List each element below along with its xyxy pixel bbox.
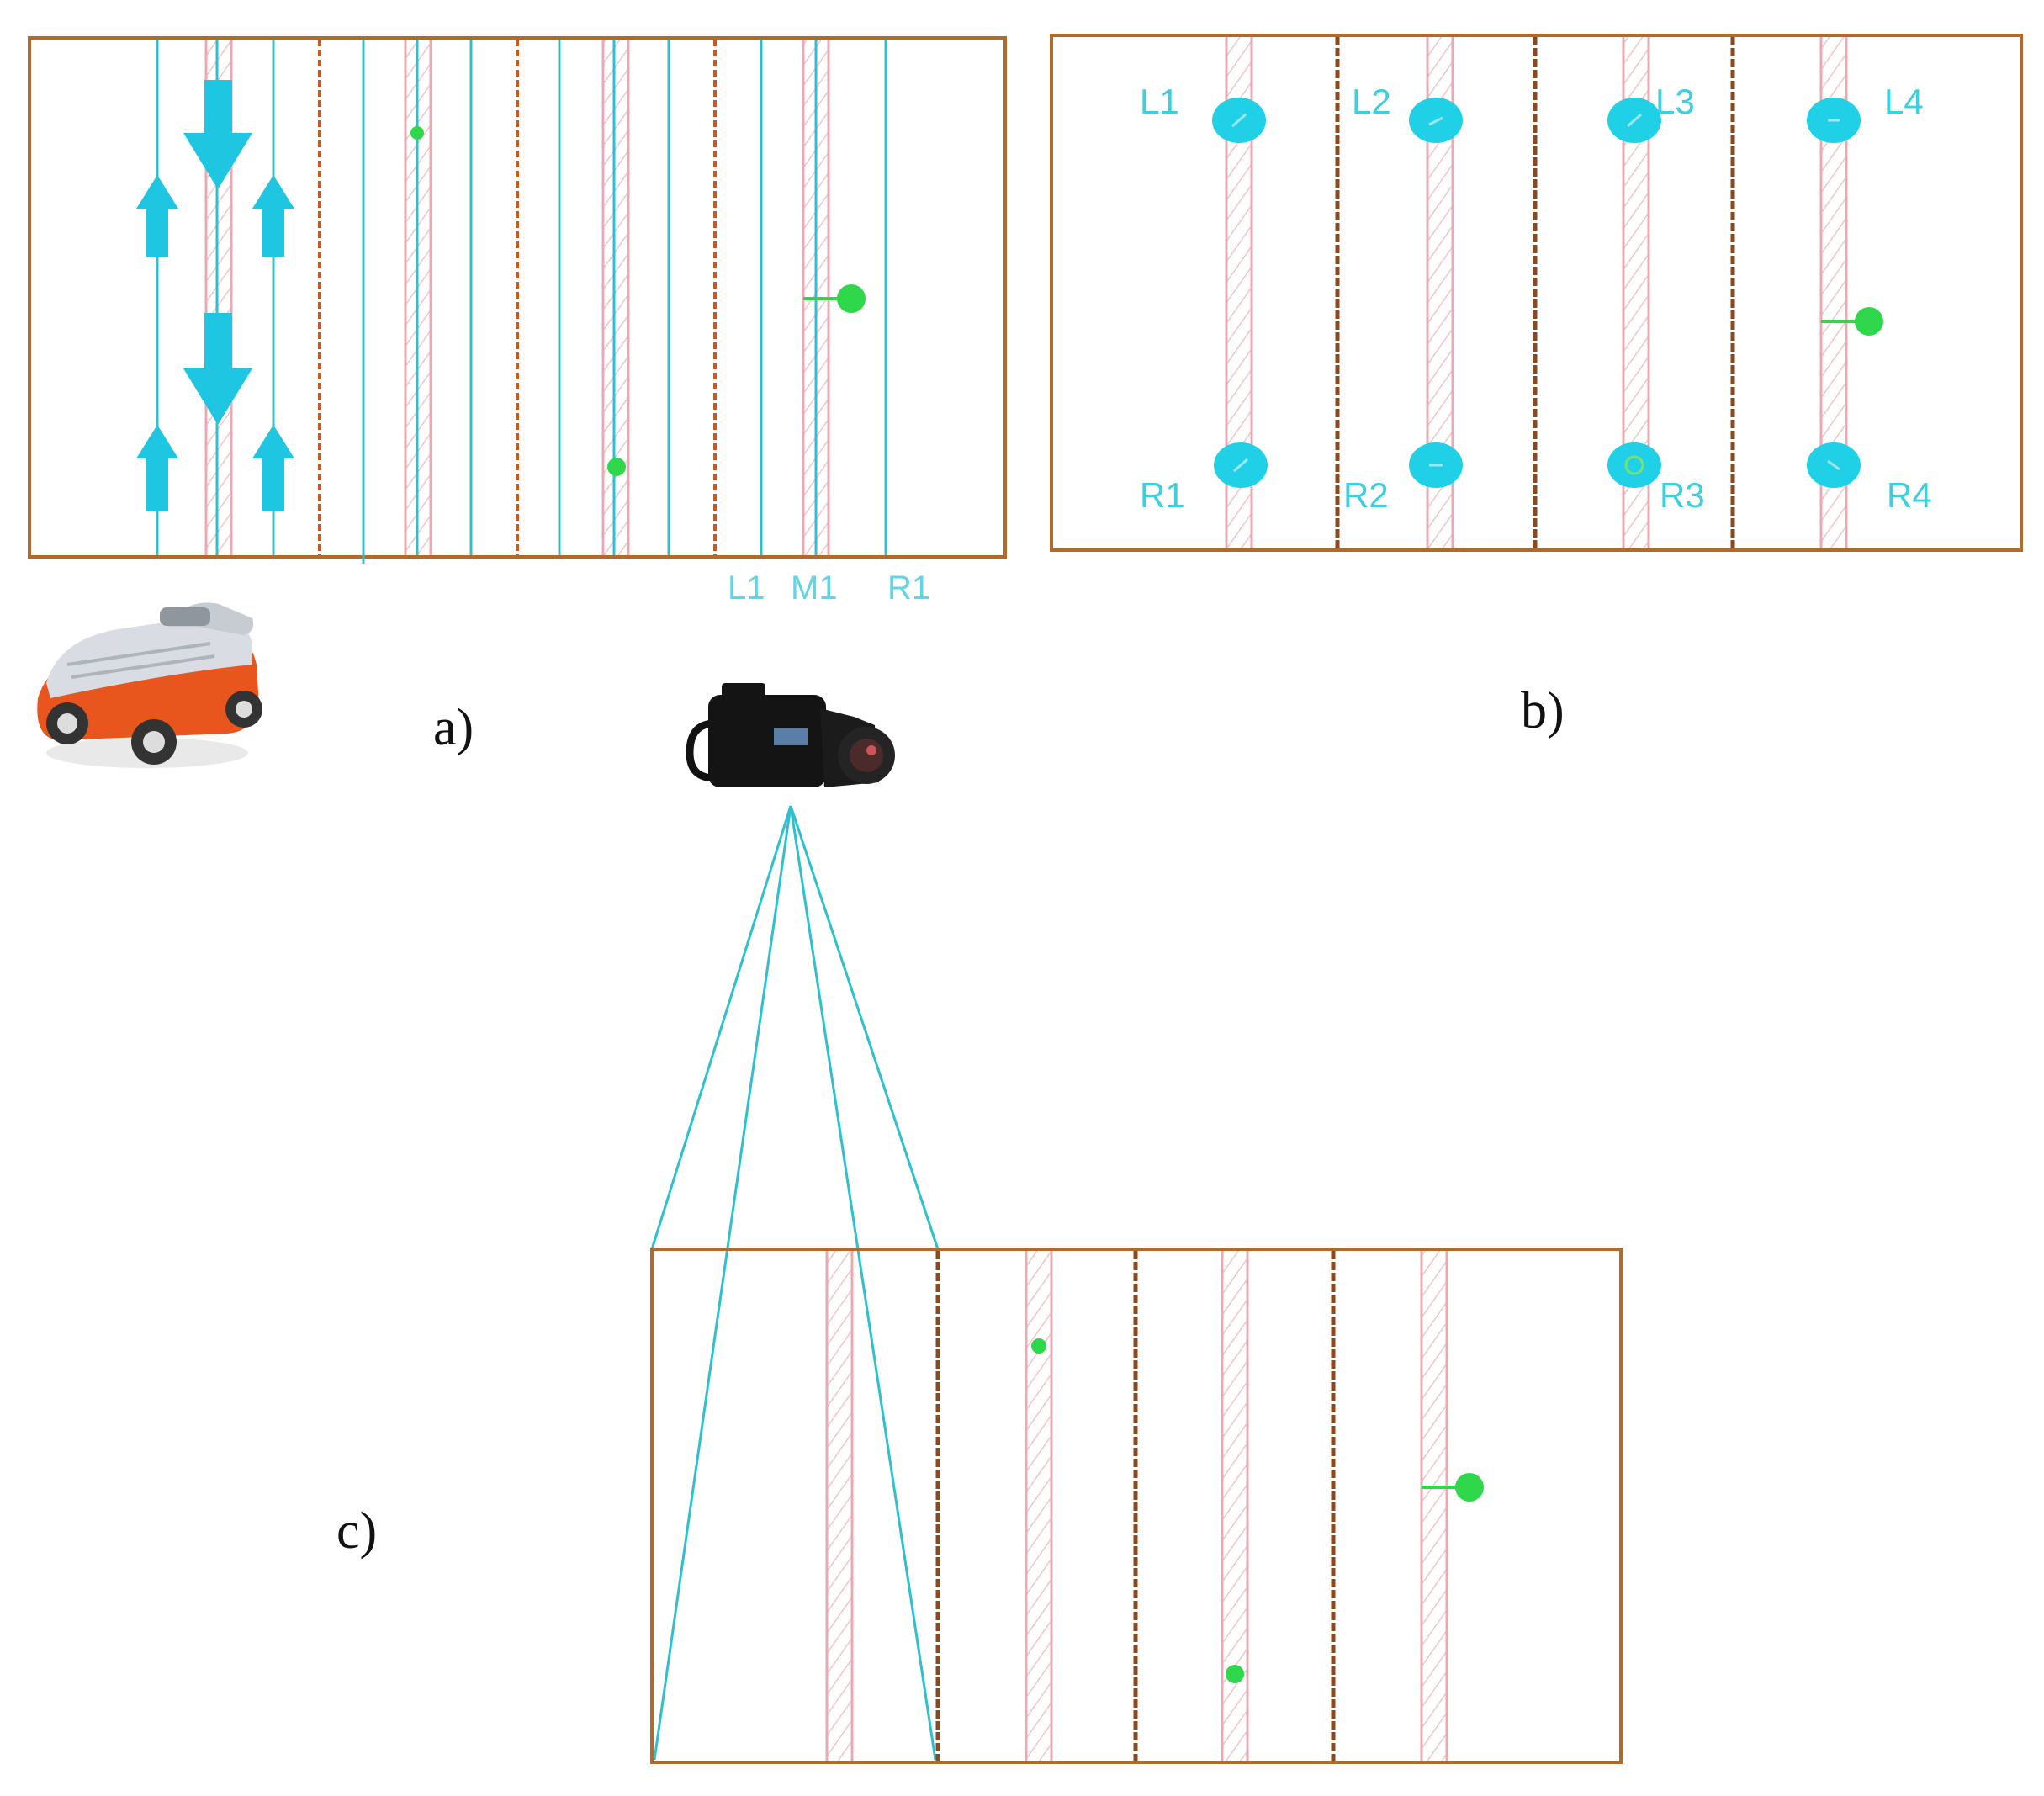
point-label-R1: R1 [1140,475,1185,515]
point-label-L4: L4 [1884,82,1924,121]
scan-line-label-middle: M1 [791,570,838,607]
panel-a-joints [318,40,717,555]
scan-line-label-left: L1 [728,570,765,607]
arrow-up-icon [252,175,294,257]
panel-a-direction-arrows [136,80,294,511]
arrow-up-icon [252,425,294,511]
arrow-down-icon [183,313,252,425]
point-label-R3: R3 [1660,475,1705,515]
panel-a: L1 M1 R1 a) [28,36,1007,756]
panel-b-marker [1821,307,1883,336]
thermal-camera-icon [686,683,895,787]
camera-field-of-view [650,805,940,1761]
panel-b: L1 L2 L3 L4 R1 R2 R3 R4 b) [1050,34,2023,739]
point-label-L1: L1 [1140,82,1179,121]
arrow-down-icon [183,80,252,189]
point-R3 [1607,442,1661,488]
panel-c-frame [650,1248,1623,1764]
panel-c-markers [1031,1338,1484,1683]
point-label-L2: L2 [1352,82,1391,121]
scan-line-label-right: R1 [887,570,930,607]
panel-c-joints [935,1251,1336,1761]
point-label-R4: R4 [1887,475,1932,515]
panel-b-joints [1335,37,1735,548]
arrow-up-icon [136,425,178,511]
panel-c-caption: c) [336,1502,377,1560]
panel-b-caption: b) [1521,682,1565,739]
panel-a-markers [410,126,866,476]
panel-a-caption: a) [433,699,474,756]
gpr-cart-icon [37,602,262,768]
point-label-R2: R2 [1343,475,1389,515]
point-label-L3: L3 [1655,82,1695,121]
panel-c: c) [336,1248,1623,1764]
arrow-up-icon [136,175,178,257]
